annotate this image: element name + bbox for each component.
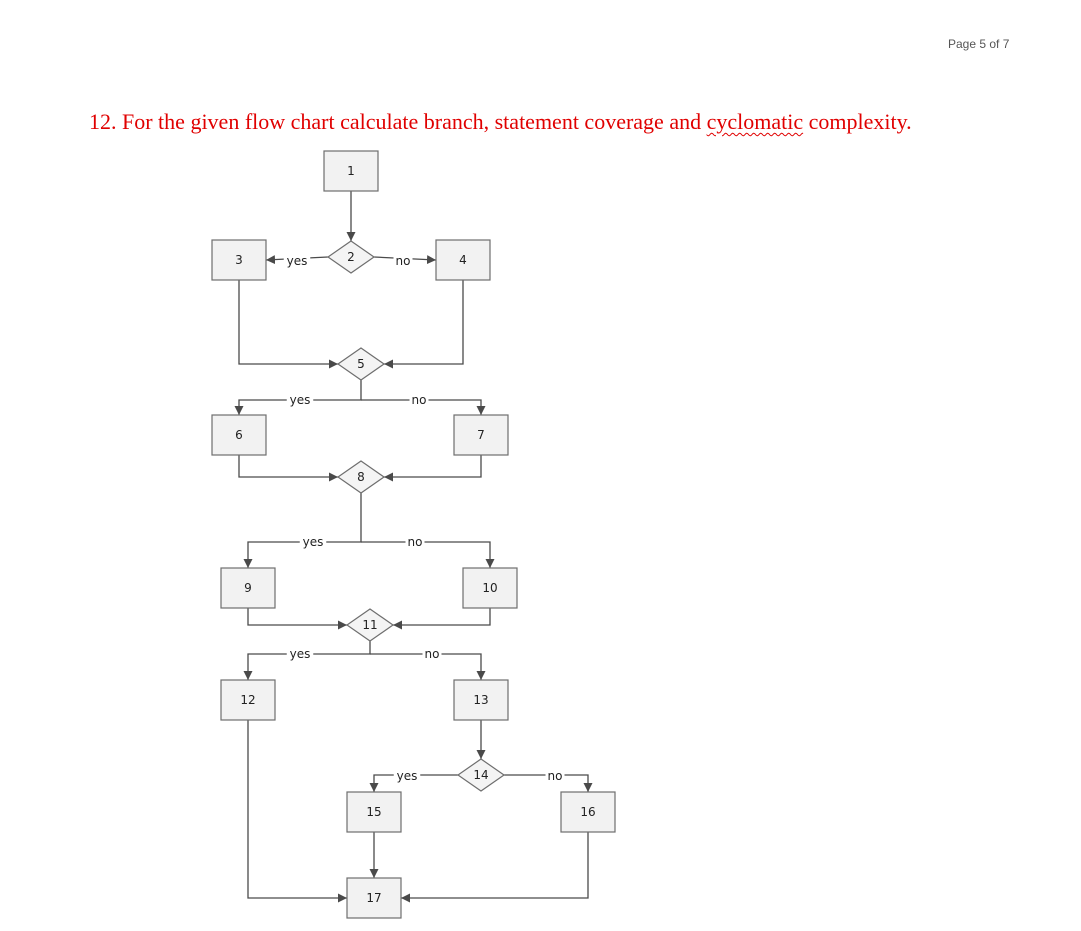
node-label-6: 6 (235, 428, 243, 442)
node-label-5: 5 (357, 357, 365, 371)
process-box (453, 414, 509, 456)
node-label-11: 11 (362, 618, 377, 632)
edge-label-8-to-9: yes (303, 535, 324, 549)
edge-label-2-to-3: yes (287, 254, 308, 268)
edge-8-to-9 (243, 493, 362, 568)
node-label-9: 9 (244, 581, 252, 595)
process-node-12: 12 (220, 679, 276, 721)
edge-16-to-17 (401, 832, 589, 903)
process-node-7: 7 (453, 414, 509, 456)
edge-label-background (545, 768, 565, 782)
question-text-after: complexity. (803, 109, 912, 134)
node-label-17: 17 (366, 891, 381, 905)
edge-label-14-to-15: yes (397, 769, 418, 783)
edge-label-5-to-6: yes (290, 393, 311, 407)
process-node-1: 1 (323, 150, 379, 192)
edge-label-5-to-7: no (412, 393, 427, 407)
decision-diamond (336, 347, 386, 381)
edge-9-to-11 (247, 608, 347, 630)
node-label-8: 8 (357, 470, 365, 484)
node-label-13: 13 (473, 693, 488, 707)
node-label-12: 12 (240, 693, 255, 707)
decision-node-2: 2 (326, 240, 376, 274)
edge-label-background (283, 253, 311, 267)
page-indicator: Page 5 of 7 (948, 37, 1010, 51)
decision-node-11: 11 (345, 608, 395, 642)
decision-node-14: 14 (456, 758, 506, 792)
node-label-10: 10 (482, 581, 497, 595)
edge-11-to-13 (370, 653, 486, 680)
decision-diamond (345, 608, 395, 642)
decision-node-8: 8 (336, 460, 386, 494)
edge-7-to-8 (384, 455, 482, 482)
decision-diamond (336, 460, 386, 494)
process-node-9: 9 (220, 567, 276, 609)
edge-label-8-to-10: no (408, 535, 423, 549)
edge-6-to-8 (238, 455, 338, 482)
node-label-7: 7 (477, 428, 485, 442)
process-box (346, 877, 402, 919)
edge-14-to-15 (369, 774, 458, 792)
process-node-13: 13 (453, 679, 509, 721)
edge-label-2-to-4: no (396, 254, 411, 268)
process-node-10: 10 (462, 567, 518, 609)
edge-label-background (286, 646, 314, 660)
node-label-15: 15 (366, 805, 381, 819)
process-box (435, 239, 491, 281)
node-label-2: 2 (347, 250, 355, 264)
edge-label-background (422, 646, 442, 660)
process-box (346, 791, 402, 833)
edge-4-to-5 (384, 280, 464, 369)
process-box (211, 239, 267, 281)
process-box (220, 567, 276, 609)
node-label-16: 16 (580, 805, 595, 819)
edge-label-background (405, 534, 425, 548)
edge-3-to-5 (238, 280, 338, 369)
process-box (462, 567, 518, 609)
edge-label-background (409, 392, 429, 406)
question-text: 12. For the given flow chart calculate b… (89, 109, 912, 135)
process-box (453, 679, 509, 721)
process-box (323, 150, 379, 192)
edge-label-14-to-16: no (548, 769, 563, 783)
decision-diamond (456, 758, 506, 792)
node-label-4: 4 (459, 253, 467, 267)
edge-5-to-7 (361, 399, 486, 415)
question-text-before: 12. For the given flow chart calculate b… (89, 109, 707, 134)
node-label-1: 1 (347, 164, 355, 178)
node-label-14: 14 (473, 768, 488, 782)
process-box (560, 791, 616, 833)
process-node-16: 16 (560, 791, 616, 833)
process-node-6: 6 (211, 414, 267, 456)
edge-label-11-to-12: yes (290, 647, 311, 661)
process-node-15: 15 (346, 791, 402, 833)
process-node-3: 3 (211, 239, 267, 281)
process-node-17: 17 (346, 877, 402, 919)
edge-10-to-11 (393, 608, 491, 630)
edge-12-to-17 (247, 720, 347, 903)
decision-node-5: 5 (336, 347, 386, 381)
edge-label-11-to-13: no (425, 647, 440, 661)
edge-label-background (286, 392, 314, 406)
edge-label-background (393, 253, 413, 267)
edge-label-background (393, 768, 421, 782)
process-box (211, 414, 267, 456)
process-box (220, 679, 276, 721)
decision-diamond (326, 240, 376, 274)
edge-14-to-16 (504, 774, 593, 792)
node-label-3: 3 (235, 253, 243, 267)
spellcheck-flagged-word: cyclomatic (706, 109, 804, 134)
edge-label-background (299, 534, 327, 548)
process-node-4: 4 (435, 239, 491, 281)
edge-8-to-10 (361, 541, 495, 568)
